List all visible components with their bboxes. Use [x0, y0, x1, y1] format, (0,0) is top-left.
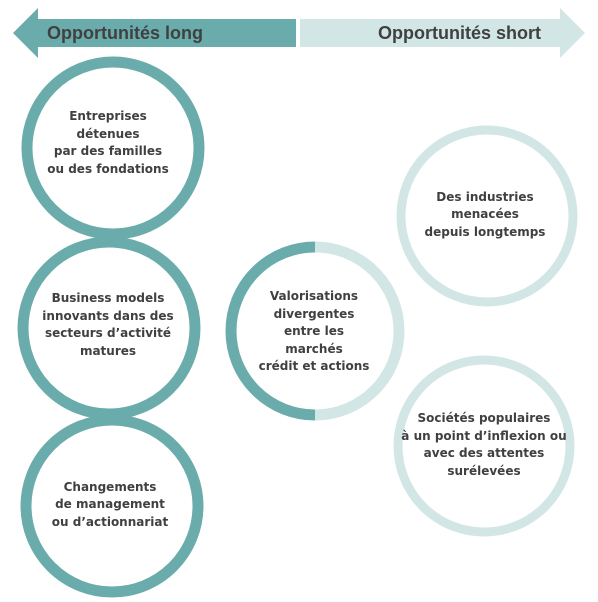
- short-arrow: [300, 8, 585, 58]
- circle-short-1-text: Des industries menacées depuis longtemps: [424, 189, 546, 239]
- long-arrow: [13, 8, 296, 58]
- circle-short-2: [393, 355, 575, 537]
- circle-mixed-short-half: [314, 241, 405, 421]
- short-opportunities-label: Opportunités short: [378, 23, 541, 43]
- circle-long-3-text: Changements de management ou d’actionnar…: [51, 479, 169, 529]
- circle-long-2: [17, 236, 201, 420]
- circle-long-1: [21, 56, 205, 240]
- circle-long-2-text: Business models innovants dans des secte…: [42, 291, 174, 358]
- circle-long-1-text: Entreprises détenues par des familles ou…: [47, 109, 169, 176]
- circle-short-1: [396, 125, 578, 307]
- long-opportunities-label: Opportunités long: [47, 23, 203, 43]
- circle-mixed-text: Valorisations divergentes entre les marc…: [258, 289, 370, 374]
- circle-long-3: [20, 414, 204, 598]
- circle-mixed-long-half: [225, 241, 316, 421]
- circle-short-2-text: Sociétés populaires à un point d’inflexi…: [401, 411, 567, 478]
